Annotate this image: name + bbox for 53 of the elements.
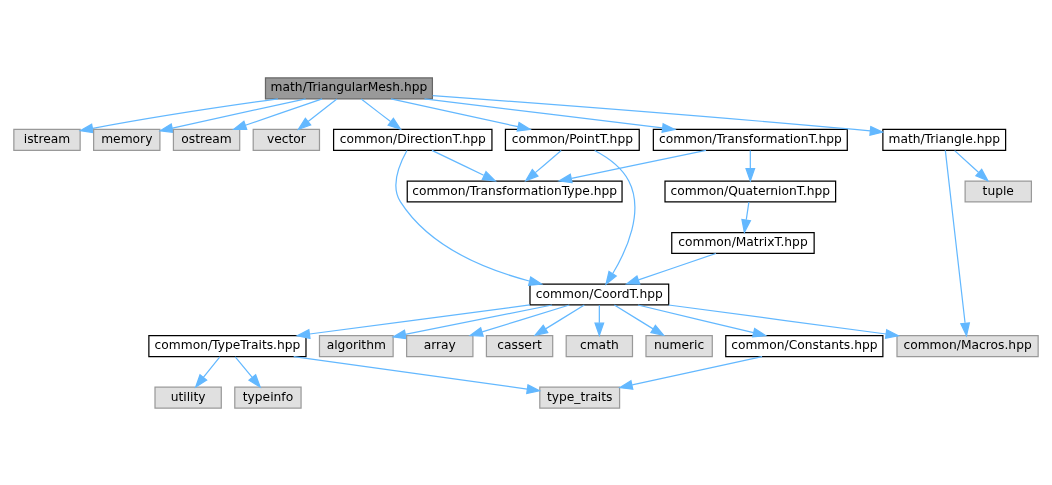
node-box: common/MatrixT.hpp (671, 231, 815, 254)
arrow (423, 97, 677, 133)
node-box: ostream (172, 128, 241, 151)
node-box: utility (154, 386, 222, 409)
arrow (637, 303, 768, 338)
node-box: common/Macros.hpp (896, 334, 1039, 357)
arrow (954, 149, 990, 182)
arrow (594, 149, 636, 286)
arrow (533, 303, 585, 336)
arrow (360, 97, 402, 130)
node-box: array (406, 334, 474, 357)
node-box: typeinfo (234, 386, 302, 409)
arrow (668, 303, 901, 339)
node-box: common/Constants.hpp (725, 334, 884, 357)
arrow (234, 355, 262, 388)
arrow (432, 94, 885, 136)
node-box: istream (13, 128, 81, 151)
node-box: type_traits (539, 386, 621, 409)
arrow (431, 149, 497, 182)
node-box: numeric (645, 334, 713, 357)
arrow (78, 97, 279, 133)
node-box: common/CoordT.hpp (529, 283, 670, 306)
arrow (468, 303, 570, 337)
node-box: math/TriangularMesh.hpp (264, 76, 434, 99)
node-box: algorithm (318, 334, 394, 357)
node-box: common/PointT.hpp (504, 128, 640, 151)
node-box: cmath (565, 334, 634, 357)
arrow (395, 149, 544, 286)
arrow (390, 97, 532, 132)
arrow (391, 303, 553, 339)
node-box: common/QuaternionT.hpp (664, 179, 837, 202)
arrow (618, 355, 763, 390)
node-box: memory (93, 128, 161, 151)
arrow (944, 149, 971, 337)
arrow (613, 303, 666, 336)
node-box: cassert (485, 334, 554, 357)
arrow (624, 252, 717, 285)
node-box: common/TransformationT.hpp (652, 128, 848, 151)
arrow (296, 97, 338, 130)
node-box: vector (252, 128, 321, 151)
arrow (557, 149, 707, 183)
arrow (524, 149, 562, 182)
node-box: common/DirectionT.hpp (333, 128, 493, 151)
arrow (293, 355, 542, 394)
arrow (158, 97, 307, 133)
arrow (295, 303, 531, 339)
arrow (231, 97, 323, 130)
node-box: common/TypeTraits.hpp (148, 334, 307, 357)
arrow (194, 355, 221, 388)
node-box: math/Triangle.hpp (882, 128, 1007, 151)
arrow (741, 201, 752, 234)
node-box: common/TransformationType.hpp (406, 179, 623, 202)
node-box: tuple (964, 179, 1032, 202)
